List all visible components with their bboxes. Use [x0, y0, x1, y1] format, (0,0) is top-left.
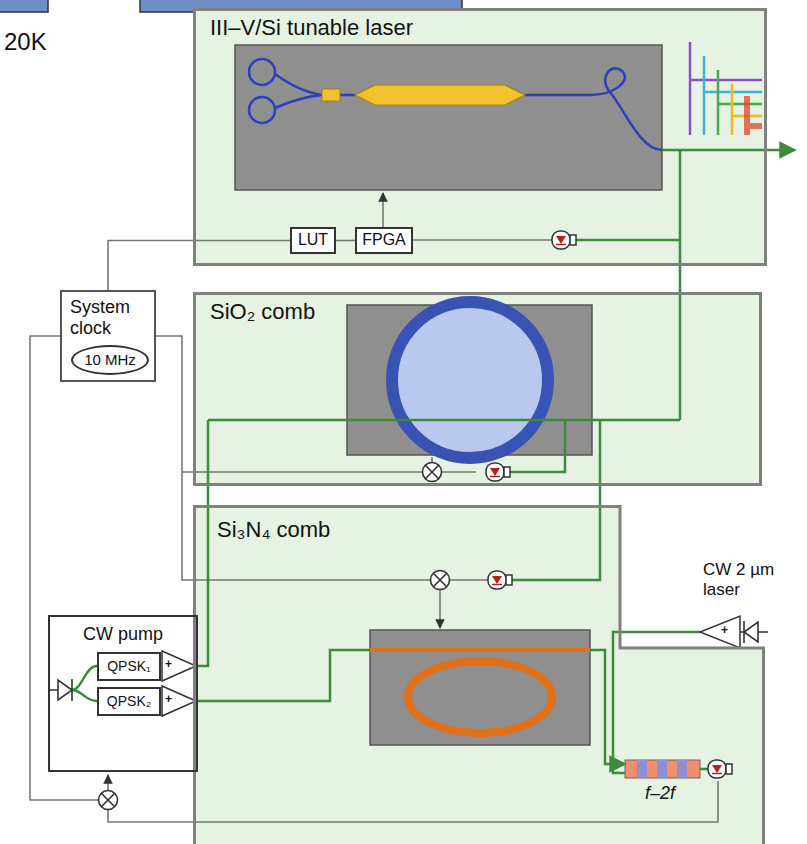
mixer [99, 791, 118, 810]
panel-ground [193, 292, 762, 486]
f2f-waveguide [625, 760, 700, 778]
panel-title: III–V/Si tunable laser [210, 15, 413, 40]
panel: SiO₂ comb [193, 292, 762, 486]
amplifier [162, 616, 740, 716]
panel-title: SiO₂ comb [210, 299, 315, 324]
node-label: LUT [298, 231, 328, 249]
node-label: System clock [62, 292, 142, 338]
node-label: QPSK₂ [107, 693, 151, 709]
box-ground [48, 615, 198, 772]
panel: III–V/Si tunable laserLUT FPGA [193, 8, 767, 266]
panel-outline [193, 505, 765, 844]
panel-outline [195, 507, 764, 844]
amp-sign: + [721, 624, 728, 638]
part-label: 20K [4, 28, 47, 56]
connector [336, 240, 355, 242]
process-box: FPGA [355, 227, 413, 254]
laser-chip [235, 45, 662, 190]
si3n4-ring [370, 630, 590, 745]
process-box: LUT [290, 227, 336, 254]
photodiode [486, 463, 510, 481]
amp-sign: + [165, 693, 172, 707]
panel: Si₃N₄ comb [193, 505, 765, 844]
mixer [423, 463, 442, 482]
pump-box: CW pumpQPSK₁ QPSK₂ [48, 615, 198, 772]
frequency-ellipse: 10 MHz [71, 345, 149, 375]
photodiode [552, 231, 576, 249]
optical-fiber [72, 150, 795, 773]
node-label: QPSK₁ [107, 658, 151, 674]
panel-ground [193, 505, 765, 844]
amp-sign: + [165, 658, 172, 672]
cut-box [0, 0, 48, 12]
node-label: 10 MHz [84, 351, 136, 368]
node-label: FPGA [362, 231, 406, 249]
part-label: f–2f [645, 783, 675, 804]
node-label: CW pump [50, 617, 196, 645]
photodiode [708, 760, 732, 778]
process-box: QPSK₂ [97, 687, 161, 716]
photodiode [488, 571, 512, 589]
clock-box: System clock 10 MHz [60, 290, 156, 382]
spectrum [690, 42, 762, 135]
panel-title: Si₃N₄ comb [217, 517, 330, 542]
part-label: CW 2 µm laser [703, 560, 801, 599]
mixer [431, 571, 450, 590]
sio2-disk [347, 302, 592, 458]
process-box: QPSK₁ [97, 652, 161, 681]
